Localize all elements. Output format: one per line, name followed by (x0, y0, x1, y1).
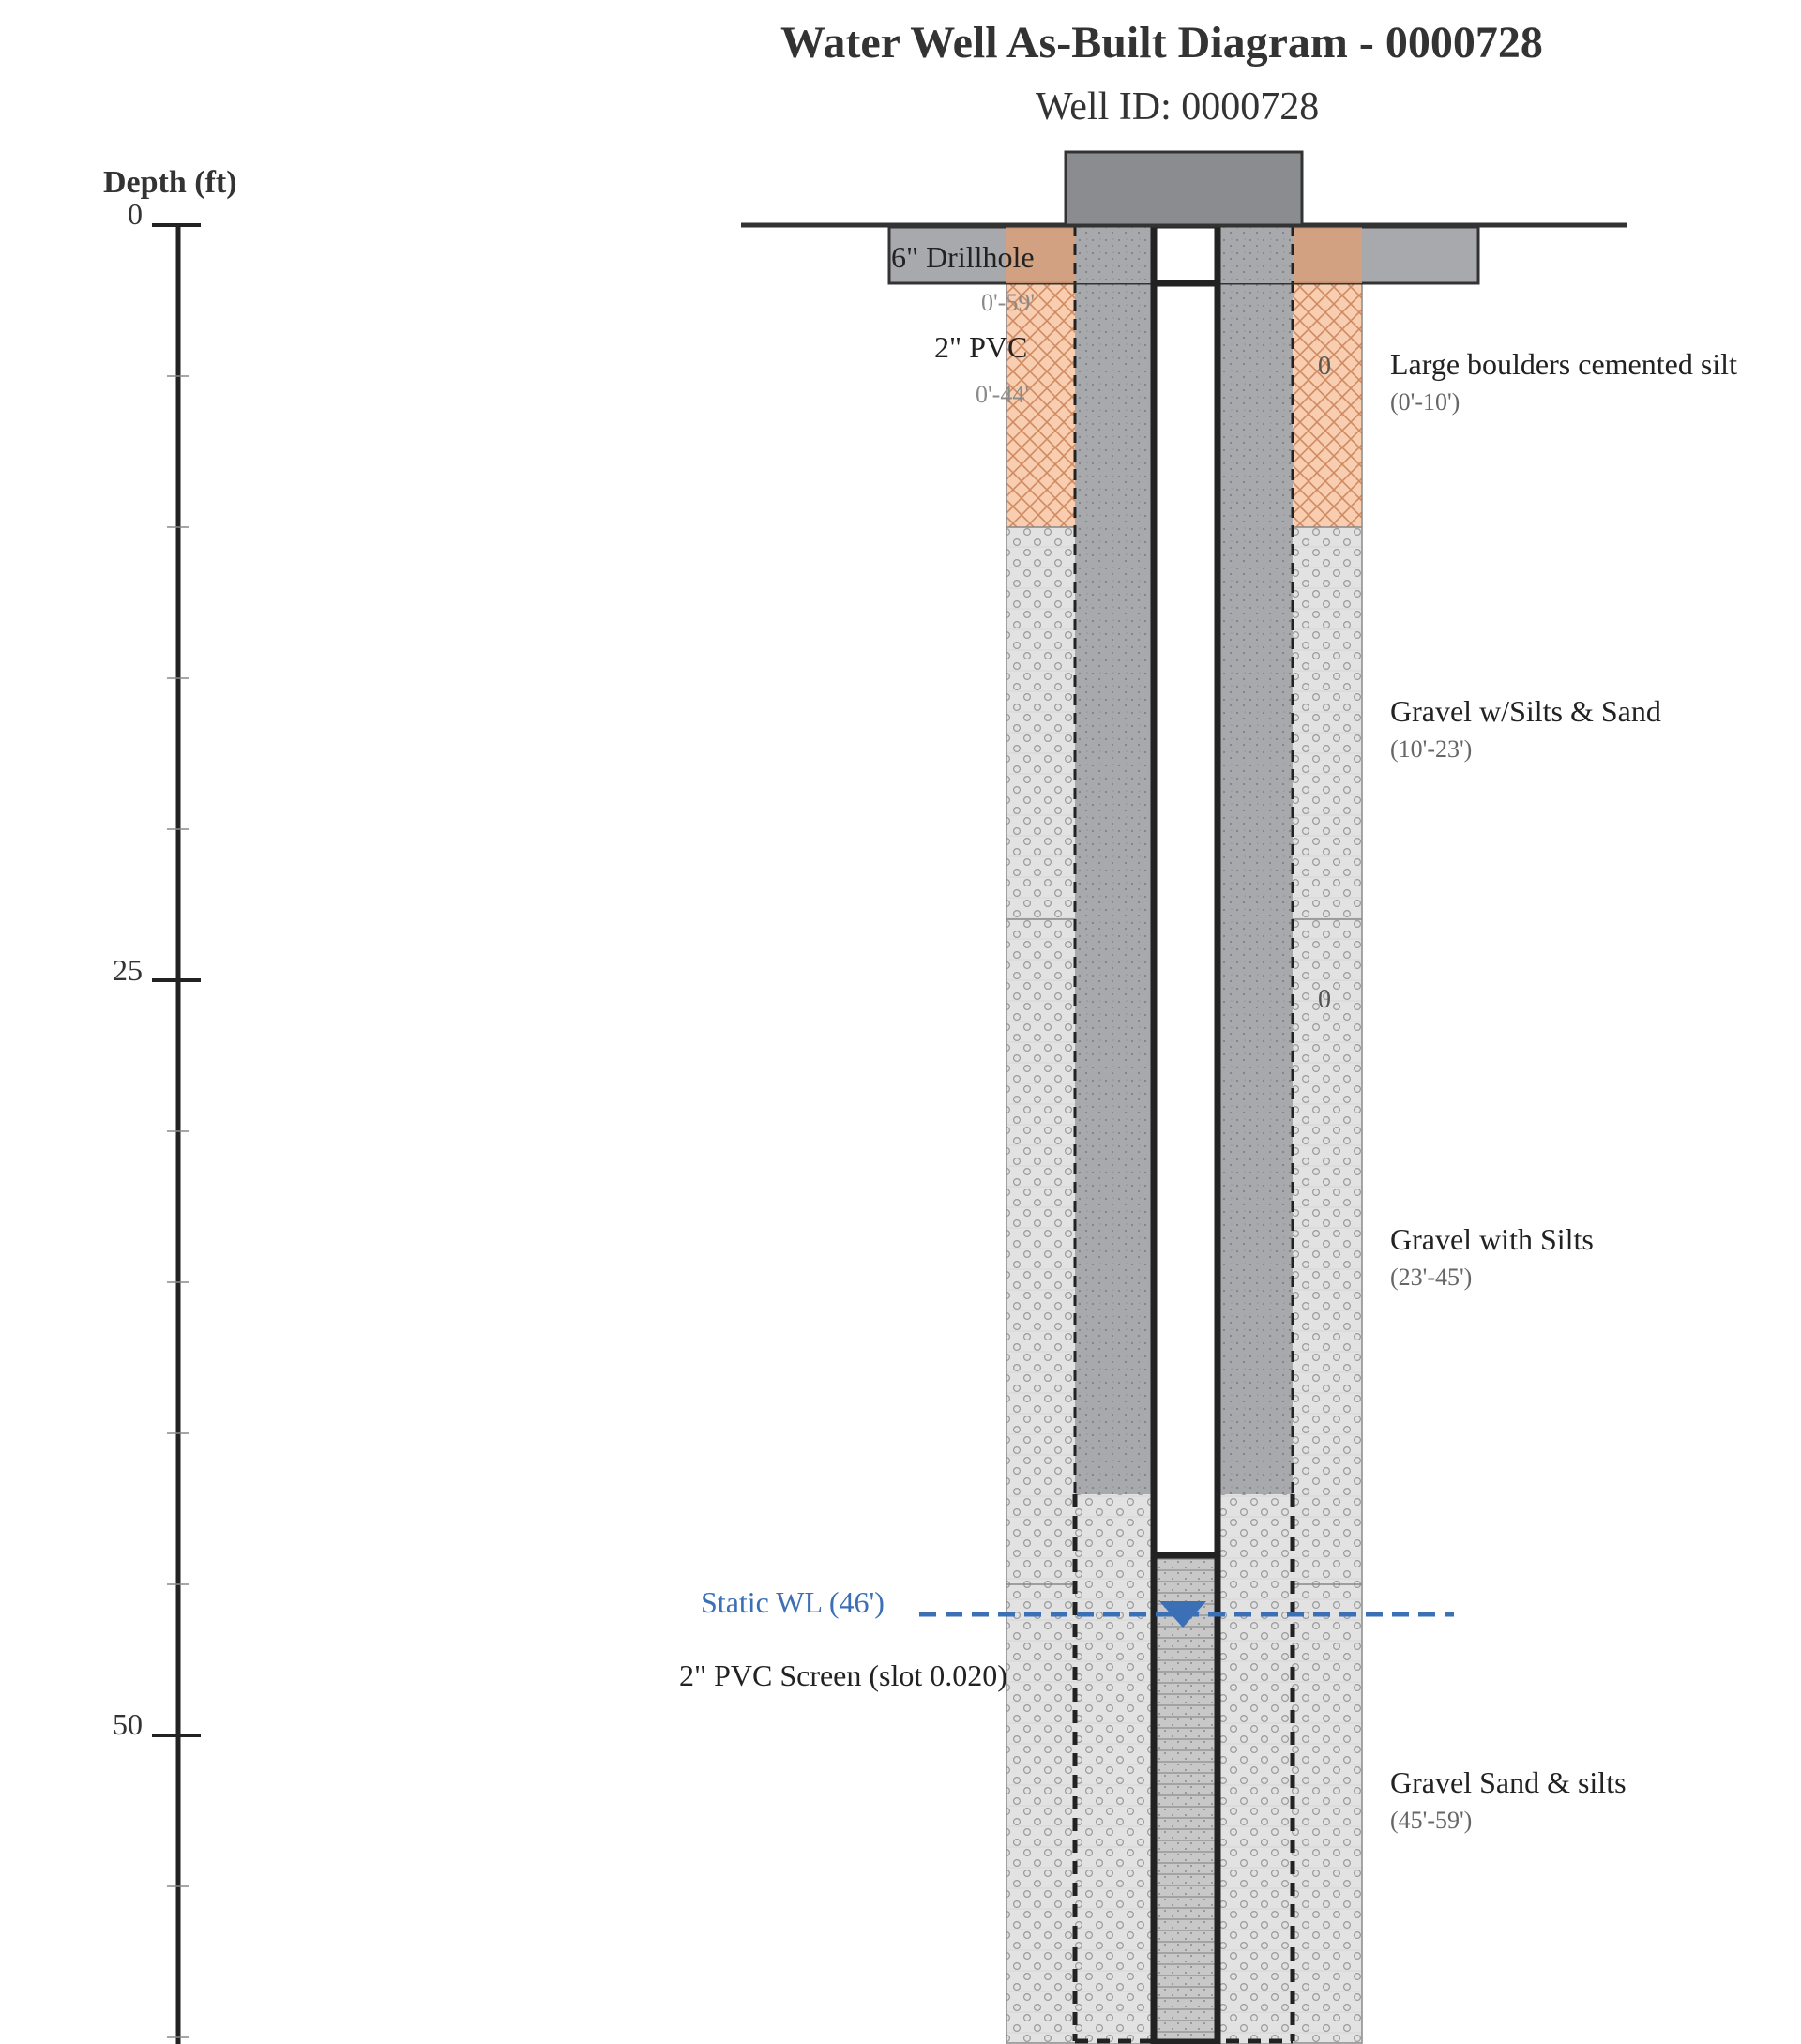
pad-boulders-right (1293, 227, 1362, 283)
depth-axis-title: Depth (ft) (103, 165, 237, 200)
litho-gravel-right (1293, 527, 1362, 2043)
water-level-triangle-icon (1159, 1601, 1206, 1628)
pad-boulders-left (1006, 227, 1075, 283)
fill-marker: 0 (1318, 985, 1331, 1014)
page-subtitle: Well ID: 0000728 (1036, 85, 1320, 129)
lithology-range: (10'-23') (1390, 735, 1473, 763)
pvc-casing (1150, 221, 1221, 1559)
screen-label: 2" PVC Screen (slot 0.020) (679, 1658, 1007, 1692)
pad-grout-right (1218, 227, 1293, 283)
casing-label: 2" PVC (934, 330, 1028, 364)
pad-grout-left (1075, 227, 1154, 283)
lithology-description: Gravel Sand & silts (1390, 1765, 1627, 1799)
lithology-range: (0'-10') (1390, 388, 1460, 416)
lithology-description: Gravel w/Silts & Sand (1390, 694, 1661, 728)
depth-tick-label-25: 25 (113, 953, 143, 987)
fill-marker: 0 (1318, 352, 1331, 381)
lithology-column (1006, 224, 1363, 2044)
casing-range: 0'-44' (976, 381, 1030, 408)
pvc-screen (1150, 1552, 1221, 2044)
drillhole-range: 0'-59' (981, 289, 1036, 316)
lithology-range: (45'-59') (1390, 1807, 1473, 1834)
depth-tick-label-50: 50 (113, 1707, 143, 1741)
well-cap (1064, 150, 1304, 227)
grout-seal-left (1075, 225, 1154, 1494)
static-water-level-label: Static WL (46') (701, 1585, 885, 1619)
lithology-range: (23'-45') (1390, 1264, 1473, 1291)
page-title: Water Well As-Built Diagram - 0000728 (780, 18, 1543, 68)
pad-casing-top (1150, 221, 1221, 287)
lithology-description: Large boulders cemented silt (1390, 347, 1737, 381)
grout-seal-right (1218, 225, 1293, 1494)
depth-axis (152, 223, 201, 2044)
litho-gravel-left (1006, 527, 1075, 2043)
lithology-description: Gravel with Silts (1390, 1222, 1594, 1256)
depth-tick-label-0: 0 (128, 197, 143, 231)
drillhole-label: 6" Drillhole (891, 240, 1035, 274)
